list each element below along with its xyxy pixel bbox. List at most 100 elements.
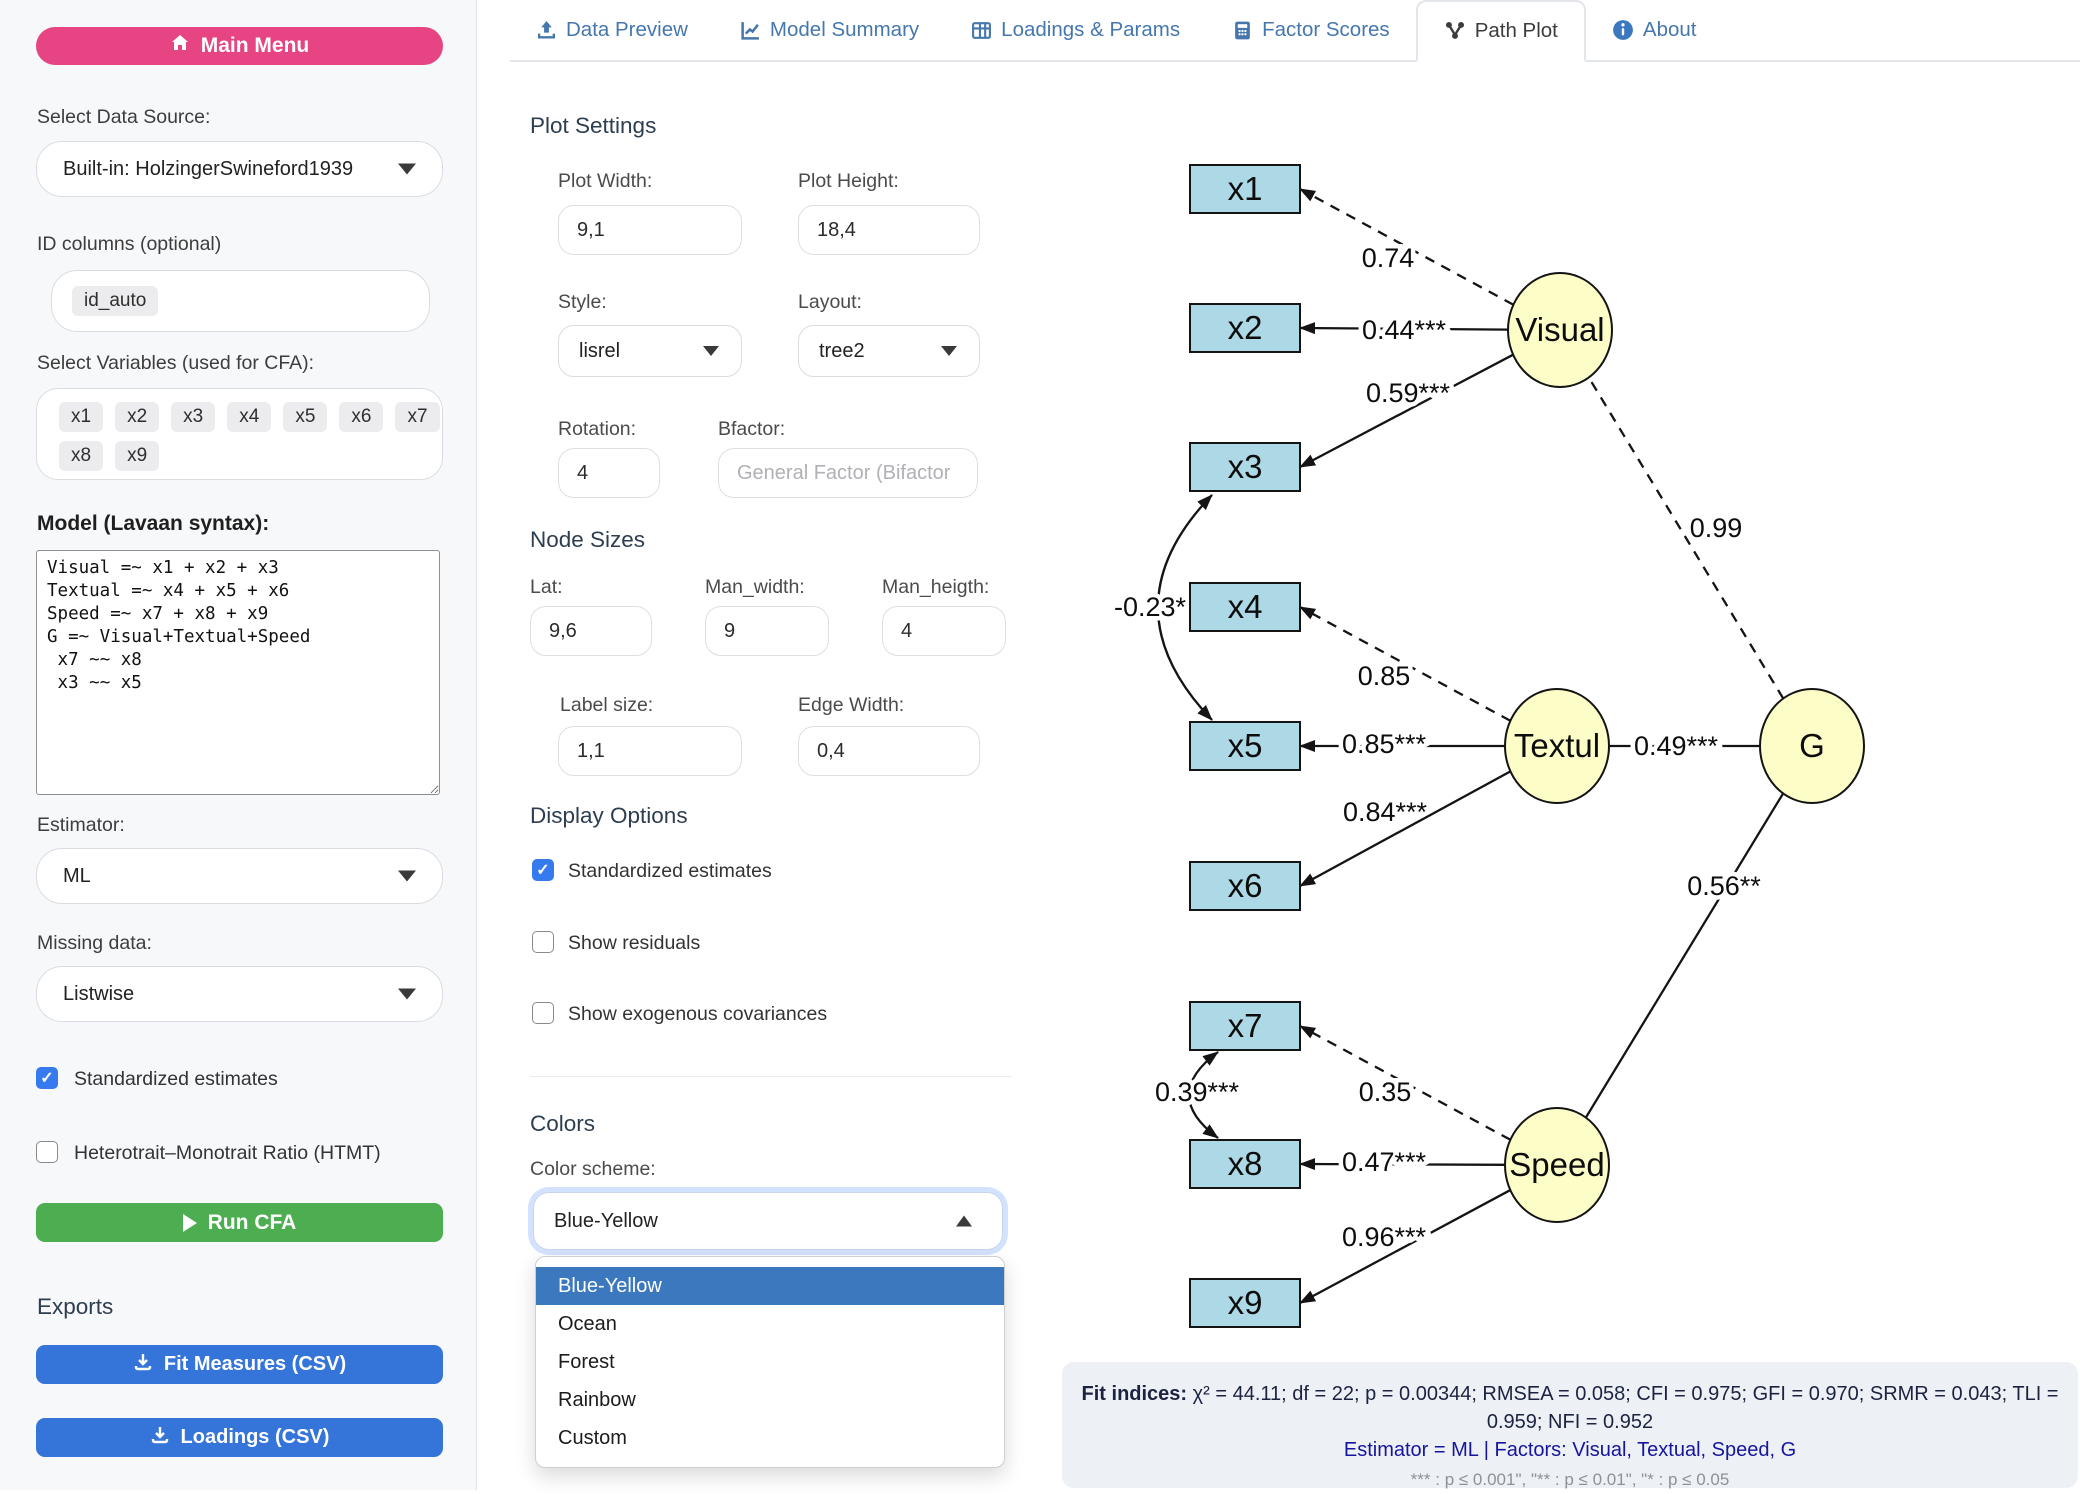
label-size-label: Label size: xyxy=(560,694,654,716)
plot-width-input[interactable] xyxy=(558,205,742,255)
main-menu-button[interactable]: Main Menu xyxy=(36,27,443,65)
variable-chip-x8[interactable]: x8 xyxy=(59,441,104,471)
node-label-x7: x7 xyxy=(1228,1007,1263,1044)
estimator-value: ML xyxy=(63,864,91,887)
edge-Textul-x6 xyxy=(1299,770,1511,888)
tab-factor-scores[interactable]: Factor Scores xyxy=(1206,0,1416,60)
chevron-down-icon xyxy=(941,346,957,356)
missing-data-select[interactable]: Listwise xyxy=(36,966,443,1022)
standardized-estimates-checkbox[interactable]: ✓ xyxy=(36,1067,58,1089)
loadings-csv-button[interactable]: Loadings (CSV) xyxy=(36,1418,443,1457)
estimator-label: Estimator: xyxy=(37,814,125,836)
lat-input[interactable] xyxy=(530,606,652,656)
edge-label-Visual-x1: 0.74 xyxy=(1362,243,1415,273)
variable-chip-x3[interactable]: x3 xyxy=(171,402,216,432)
node-label-x9: x9 xyxy=(1228,1284,1263,1321)
color-option-forest[interactable]: Forest xyxy=(558,1350,615,1373)
label-size-input[interactable] xyxy=(558,726,742,776)
edge-width-label: Edge Width: xyxy=(798,694,905,716)
variables-input[interactable]: x1 x2 x3 x4 x5 x6 x7 x8 x9 xyxy=(36,388,443,480)
style-label: Style: xyxy=(558,291,607,313)
table-icon xyxy=(971,20,992,41)
htmt-checkbox[interactable] xyxy=(36,1141,58,1163)
color-option-rainbow[interactable]: Rainbow xyxy=(558,1388,636,1411)
manifest-node-x6 xyxy=(1189,861,1301,911)
rotation-label: Rotation: xyxy=(558,418,637,440)
node-label-G: G xyxy=(1799,727,1825,764)
color-option-blue-yellow[interactable]: Blue-Yellow xyxy=(536,1267,1004,1305)
latent-node-Speed xyxy=(1504,1107,1610,1223)
latent-node-Visual xyxy=(1507,272,1613,388)
edge-label-Speed-x9: 0.96*** xyxy=(1342,1222,1427,1252)
layout-value: tree2 xyxy=(819,339,865,362)
edge-label-G-Textul: 0.49*** xyxy=(1634,731,1719,761)
data-source-value: Built-in: HolzingerSwineford1939 xyxy=(63,157,354,180)
color-scheme-select[interactable]: Blue-Yellow xyxy=(533,1192,1003,1250)
tab-loadings-params[interactable]: Loadings & Params xyxy=(945,0,1206,60)
fit-measures-csv-label: Fit Measures (CSV) xyxy=(163,1353,347,1375)
tab-label: Model Summary xyxy=(769,18,920,41)
run-cfa-button[interactable]: Run CFA xyxy=(36,1203,443,1242)
plot-standardized-checkbox[interactable]: ✓ xyxy=(532,859,554,881)
node-label-x8: x8 xyxy=(1228,1145,1263,1182)
variable-chip-x1[interactable]: x1 xyxy=(59,402,104,432)
rotation-input[interactable] xyxy=(558,448,660,498)
chevron-down-icon xyxy=(398,870,416,882)
tab-path-plot[interactable]: Path Plot xyxy=(1415,0,1586,62)
color-option-custom[interactable]: Custom xyxy=(558,1426,627,1449)
variable-chip-x5[interactable]: x5 xyxy=(283,402,328,432)
variable-chip-x4[interactable]: x4 xyxy=(227,402,272,432)
run-cfa-label: Run CFA xyxy=(207,1210,297,1234)
tab-bar: Data Preview Model Summary Loadings & Para… xyxy=(510,0,2080,62)
color-option-ocean[interactable]: Ocean xyxy=(558,1312,617,1335)
show-residuals-label: Show residuals xyxy=(568,932,701,954)
display-options-heading: Display Options xyxy=(530,803,688,828)
show-exog-covariances-checkbox[interactable] xyxy=(532,1002,554,1024)
fit-significance-legend: *** : p ≤ 0.001", "** : p ≤ 0.01", "* : … xyxy=(1410,1470,1730,1489)
variables-label: Select Variables (used for CFA): xyxy=(37,352,315,374)
edge-width-input[interactable] xyxy=(798,726,980,776)
tab-label: Factor Scores xyxy=(1262,18,1390,41)
man-height-input[interactable] xyxy=(882,606,1006,656)
edge-Visual-x2 xyxy=(1299,322,1509,335)
id-column-chip[interactable]: id_auto xyxy=(72,286,159,316)
variable-chip-x9[interactable]: x9 xyxy=(115,441,160,471)
plot-height-input[interactable] xyxy=(798,205,980,255)
bfactor-input[interactable] xyxy=(718,448,978,498)
play-icon xyxy=(182,1213,197,1232)
edge-label-Visual-x3: 0.59*** xyxy=(1366,378,1451,408)
edge-labels-layer: 0.740.44***0.59***0.850.85***0.84***0.35… xyxy=(1109,239,1765,1257)
edge-Visual-x1 xyxy=(1299,187,1514,306)
show-residuals-checkbox[interactable] xyxy=(532,931,554,953)
fit-measures-csv-button[interactable]: Fit Measures (CSV) xyxy=(36,1345,443,1384)
tab-data-preview[interactable]: Data Preview xyxy=(510,0,714,60)
lat-label: Lat: xyxy=(530,576,563,598)
layout-select[interactable]: tree2 xyxy=(798,325,980,377)
variable-chip-x6[interactable]: x6 xyxy=(339,402,384,432)
bfactor-label: Bfactor: xyxy=(718,418,786,440)
id-columns-input[interactable]: id_auto xyxy=(51,270,430,332)
node-label-Visual: Visual xyxy=(1515,311,1604,348)
variable-chip-x2[interactable]: x2 xyxy=(115,402,160,432)
style-select[interactable]: lisrel xyxy=(558,325,742,377)
plot-standardized-label: Standardized estimates xyxy=(568,860,772,882)
manifest-node-x1 xyxy=(1189,164,1301,214)
tab-about[interactable]: About xyxy=(1586,0,1723,60)
model-label: Model (Lavaan syntax): xyxy=(37,512,270,535)
variable-chip-x7[interactable]: x7 xyxy=(395,402,440,432)
manifest-node-x4 xyxy=(1189,582,1301,632)
plot-width-label: Plot Width: xyxy=(558,170,653,192)
model-syntax-textarea[interactable]: Visual =~ x1 + x2 + x3 Textual =~ x4 + x… xyxy=(36,550,440,795)
tab-model-summary[interactable]: Model Summary xyxy=(714,0,945,60)
chevron-up-icon xyxy=(956,1215,972,1227)
fit-estimator-text: Estimator = ML | Factors: Visual, Textua… xyxy=(1343,1439,1797,1461)
data-source-select[interactable]: Built-in: HolzingerSwineford1939 xyxy=(36,141,443,197)
covariance-label-1: 0.39*** xyxy=(1155,1077,1240,1107)
style-value: lisrel xyxy=(579,339,621,362)
man-width-input[interactable] xyxy=(705,606,829,656)
loadings-csv-label: Loadings (CSV) xyxy=(180,1426,330,1448)
sidebar: Main Menu Select Data Source: Built-in: … xyxy=(0,0,477,1490)
estimator-select[interactable]: ML xyxy=(36,848,443,904)
